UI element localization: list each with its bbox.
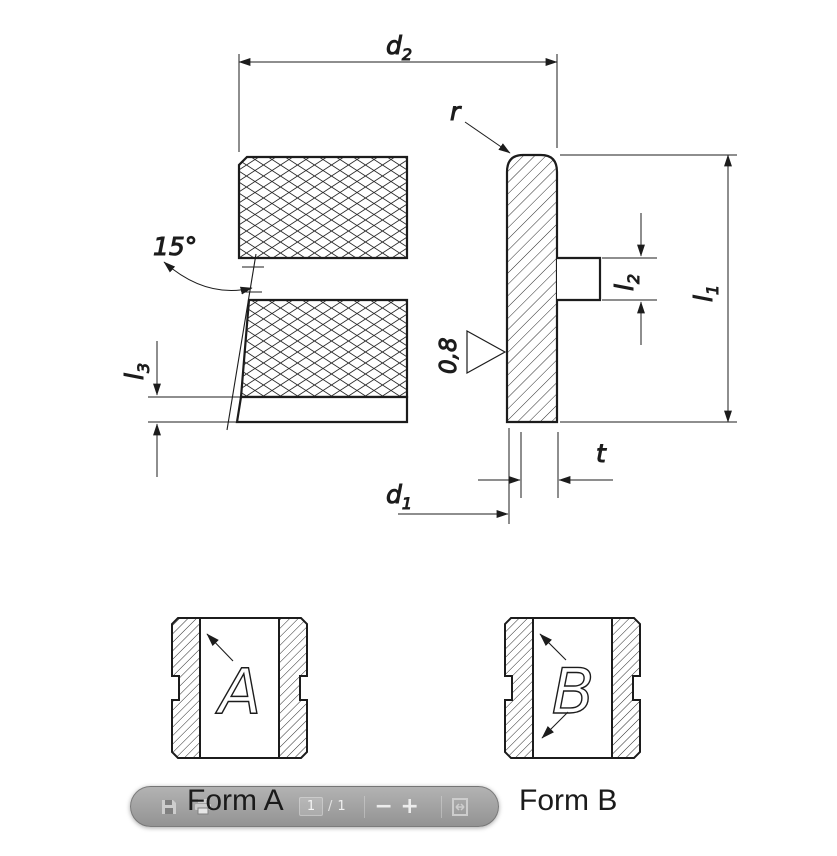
label-r: r (450, 97, 462, 126)
form-b-letter: B (552, 655, 595, 728)
surface-finish: 0,8 (436, 329, 507, 375)
page-divider: / (328, 799, 333, 814)
form-a-arrow (206, 633, 234, 662)
form-a-letter: A (215, 655, 261, 728)
label-d1: d1 (386, 480, 412, 513)
dimension-l3: l3 (120, 341, 242, 477)
form-b-arrow-bottom (541, 711, 569, 739)
save-icon (162, 799, 176, 814)
fit-page-icon (451, 797, 468, 816)
page-number-input[interactable]: 1 (299, 797, 323, 816)
knurl-band-top (237, 155, 409, 260)
form-b-view: B (504, 617, 641, 759)
form-a-view: A (171, 617, 308, 759)
dimension-r: r (450, 97, 511, 154)
section-view (505, 153, 602, 424)
knurl-band-bottom (239, 298, 409, 399)
leader-line (464, 121, 511, 154)
form-b-caption: Form B (519, 784, 618, 817)
dimension-t: t (478, 432, 613, 498)
form-a-left-wall (171, 617, 201, 759)
dimension-l2: l2 (602, 213, 657, 345)
label-l3: l3 (120, 363, 153, 380)
dimension-d1: d1 (386, 428, 510, 524)
dimension-l1: l1 (560, 154, 737, 423)
label-l2: l2 (610, 274, 643, 291)
fit-page-button[interactable] (448, 793, 472, 821)
label-l1: l1 (689, 285, 722, 302)
zoom-out-button[interactable]: − (371, 793, 397, 821)
pdf-toolbar: 1 / 1 − + (130, 786, 499, 827)
form-a-right-wall (278, 617, 308, 759)
form-a-caption: Form A (187, 784, 284, 817)
form-b-left-wall (504, 617, 534, 759)
save-button[interactable] (157, 793, 181, 821)
zoom-in-button[interactable]: + (397, 793, 423, 821)
dimension-d2: d2 (238, 31, 558, 152)
label-roughness: 0,8 (436, 337, 462, 374)
toolbar-separator (363, 795, 365, 818)
main-view (226, 155, 409, 431)
groove-section-tab (557, 256, 602, 302)
print-button[interactable] (191, 793, 215, 821)
label-d2: d2 (386, 31, 412, 64)
page-indicator: 1 / 1 (299, 797, 346, 816)
form-b-arrow-top (539, 633, 567, 661)
roughness-symbol-icon (466, 329, 507, 375)
label-t: t (596, 439, 607, 468)
wall-section (505, 153, 559, 424)
smooth-band (235, 395, 409, 424)
angle-arc (163, 261, 253, 295)
page-total: 1 (337, 799, 346, 814)
toolbar-separator (440, 795, 442, 818)
form-b-right-wall (611, 617, 641, 759)
dimension-angle: 15° (153, 232, 253, 295)
print-icon (195, 798, 211, 814)
label-angle: 15° (153, 232, 197, 261)
